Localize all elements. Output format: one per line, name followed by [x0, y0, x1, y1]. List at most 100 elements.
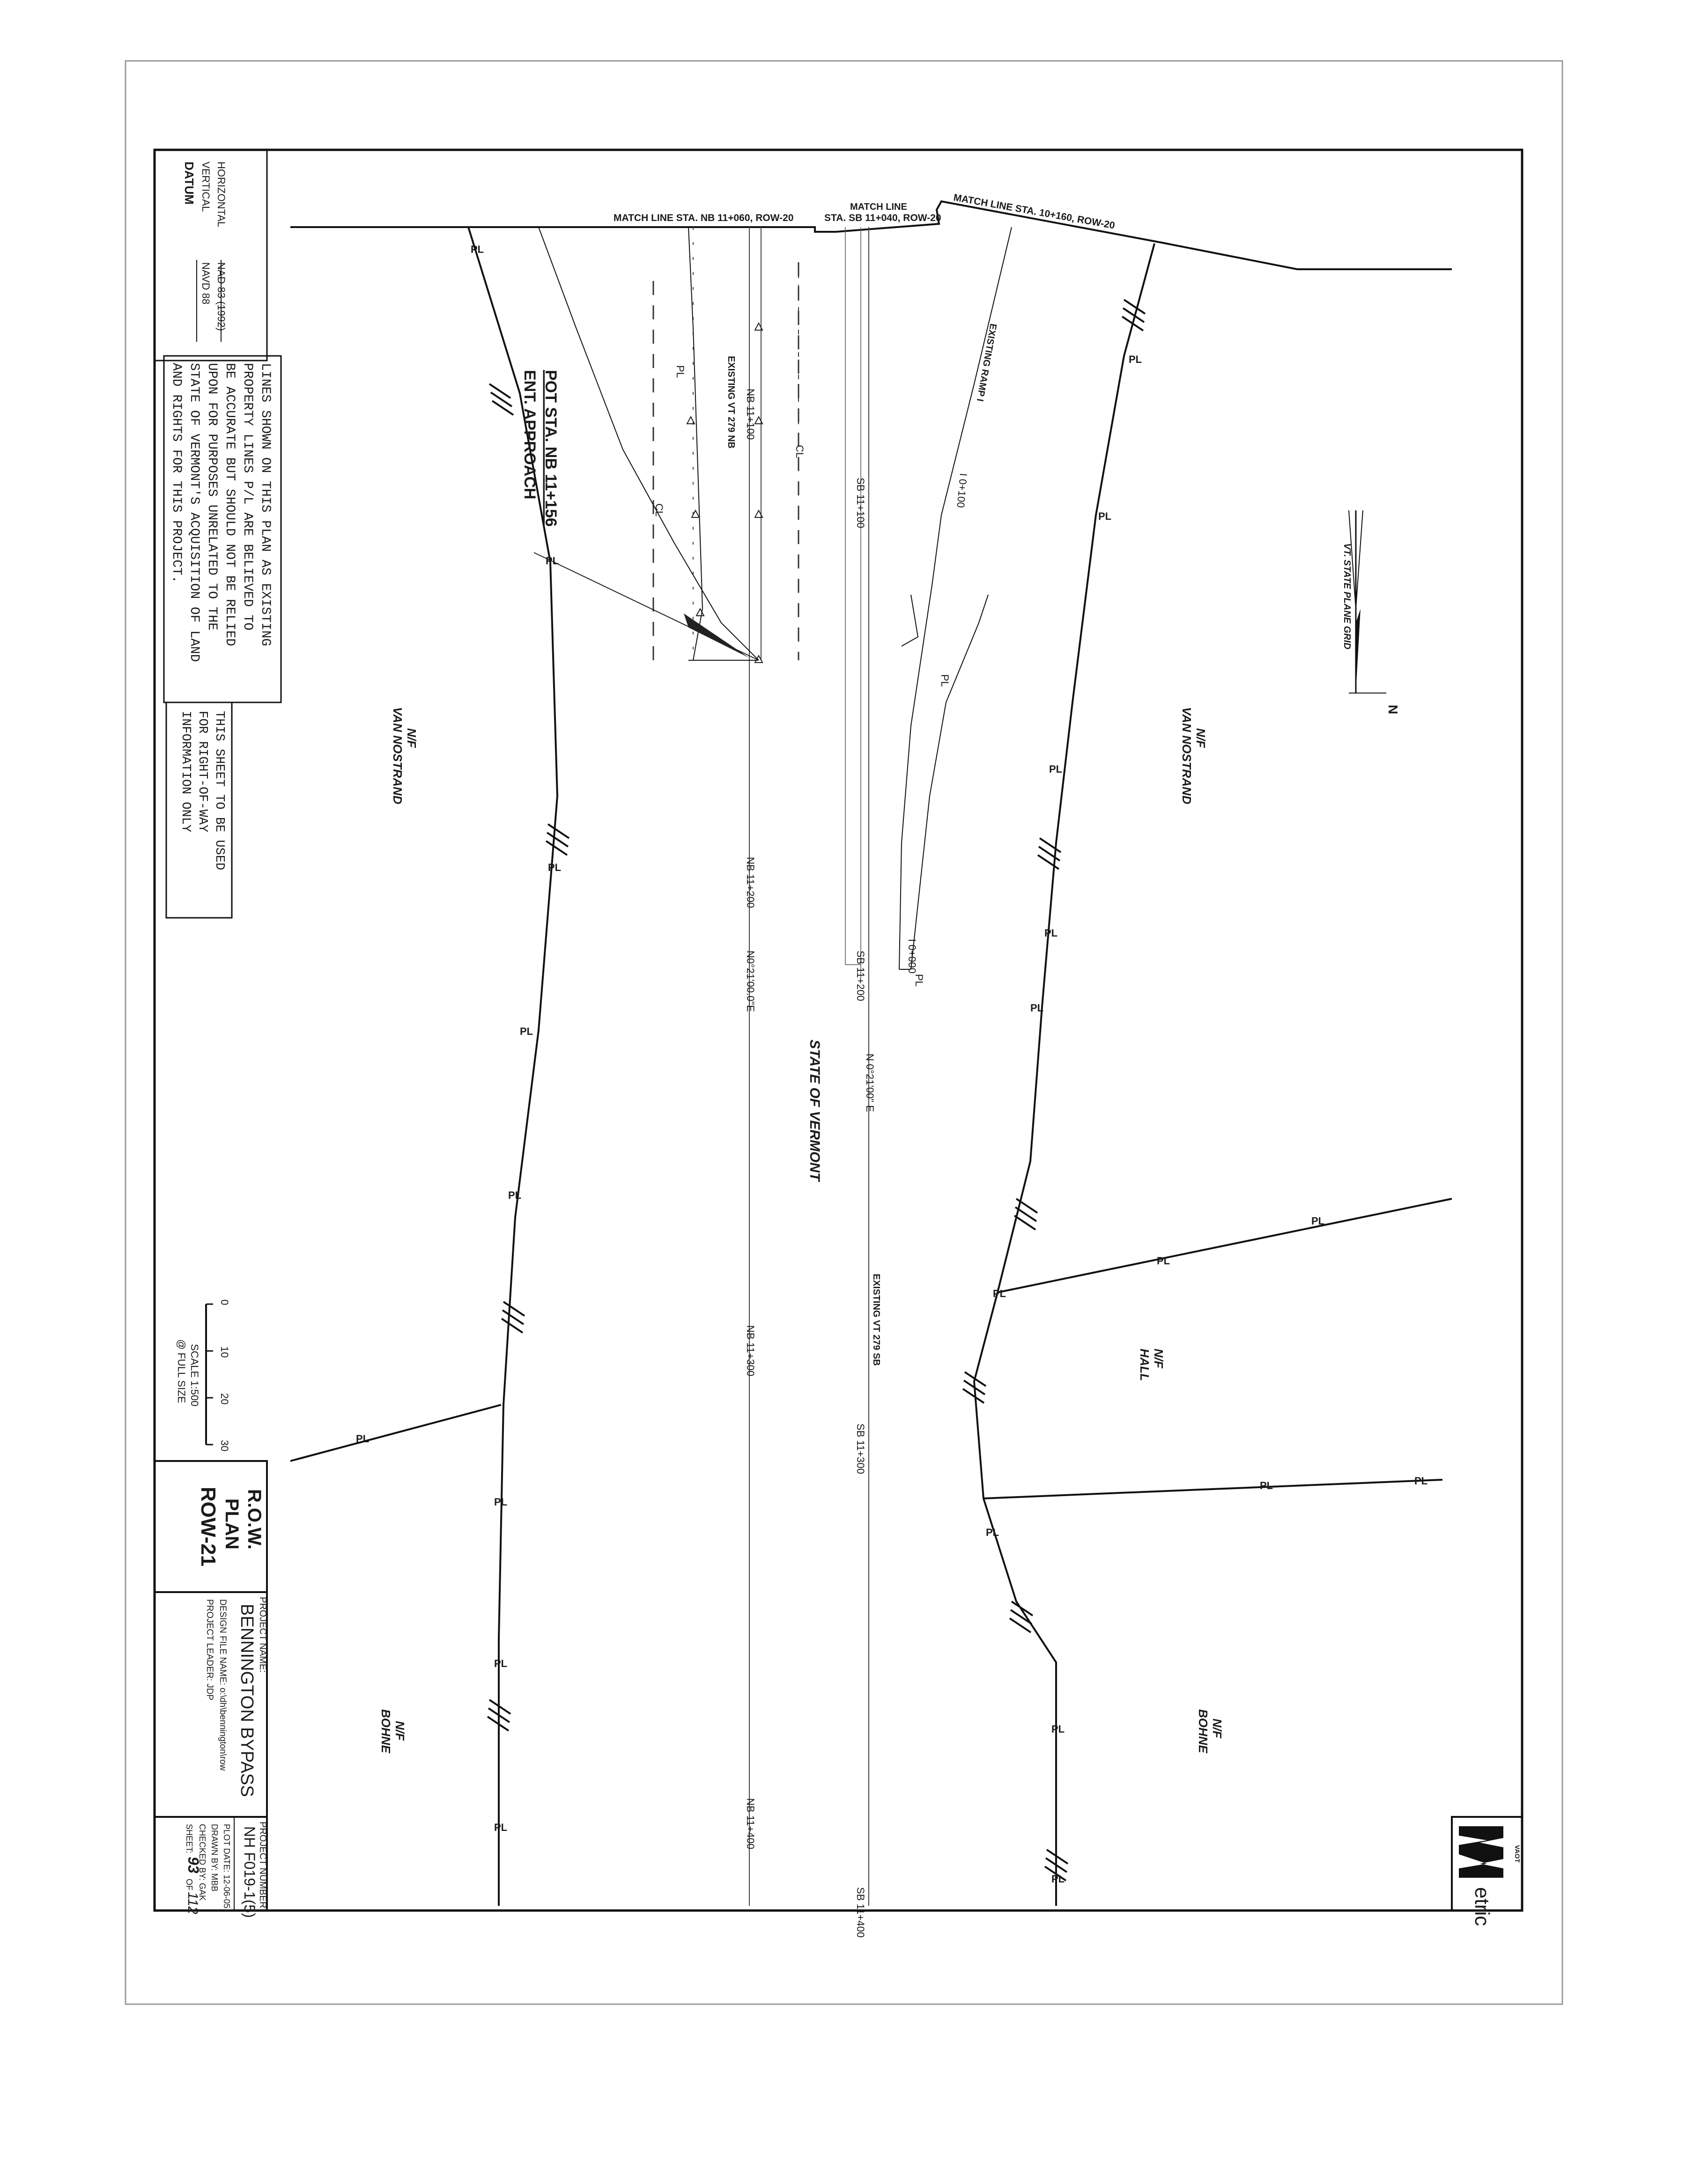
owner-nf: N/F [405, 728, 419, 748]
pl-marker: PL [508, 1189, 521, 1201]
station-nb-11-300: NB 11+300 [745, 1325, 756, 1376]
state-of-vermont-label: STATE OF VERMONT [807, 1040, 822, 1182]
pl-marker: PL [548, 862, 561, 873]
datum-horizontal-label: HORIZONTAL [215, 162, 227, 227]
owner-bohne-right: BOHNE [1196, 1709, 1210, 1754]
owner-nf: N/F [1152, 1349, 1166, 1369]
sheet-of: OF [185, 1879, 194, 1890]
pot-label: POT STA. NB 11+156 [542, 370, 560, 527]
pl-marker: PL [1311, 1215, 1324, 1227]
pl-marker: PL [494, 1658, 507, 1669]
match-lines: MATCH LINE STA. NB 11+060, ROW-20 MATCH … [290, 192, 1344, 270]
owner-hall: HALL [1138, 1349, 1152, 1381]
pl-marker: PL [1051, 1723, 1065, 1735]
right-pl-markers: PL PL PL PL PL PL PL PL PL PL PL PL PL [986, 354, 1427, 1885]
pl-label: PL [913, 974, 925, 987]
note-line-5: STATE OF VERMONT'S ACQUISITION OF LAND [187, 363, 201, 662]
station-sb-11-100: SB 11+100 [855, 478, 866, 528]
logo-word: etric [1471, 1887, 1494, 1926]
owner-nf: N/F [393, 1721, 407, 1741]
datum-box: DATUM VERTICAL NAVD 88 HORIZONTAL NAD 83… [154, 149, 268, 362]
scale-sub: @ FULL SIZE [176, 1339, 187, 1403]
scale-tick-30: 30 [219, 1440, 230, 1451]
scale-label: SCALE 1:500 [189, 1344, 200, 1406]
station-nb-11-100: NB 11+100 [745, 389, 756, 440]
owner-labels: N/F VAN NOSTRAND N/F VAN NOSTRAND N/F HA… [379, 707, 1224, 1754]
pl-label: PL [674, 365, 686, 378]
note-line-4: UPON FOR PURPOSES UNRELATED TO THE [205, 363, 219, 630]
station-labels: NB 11+100 NB 11+200 NB 11+300 NB 11+400 … [745, 389, 969, 1938]
pl-marker: PL [1157, 1255, 1170, 1267]
pl-marker: PL [494, 1496, 507, 1508]
match-line-ramp: MATCH LINE STA. 10+160, ROW-20 [953, 192, 1116, 231]
existing-ramp-label: EXISTING RAMP I [975, 323, 998, 402]
row-note-line-3: INFORMATION ONLY [178, 711, 192, 832]
left-row-line: PL PL PL PL PL PL PL PL PL [290, 227, 570, 1906]
pl-marker: PL [471, 243, 484, 255]
station-ramp-0-000: I 0+000 [906, 939, 918, 974]
right-row-line: PL PL PL PL PL PL PL PL PL PL PL PL PL [962, 243, 1452, 1906]
station-sb-11-300: SB 11+300 [855, 1424, 866, 1474]
pl-marker: PL [356, 1433, 369, 1445]
pl-marker: PL [986, 1527, 999, 1538]
owner-bohne-left: BOHNE [379, 1709, 393, 1754]
design-file-name: DESIGN FILE NAME: o:\dh\bennington\row [218, 1599, 228, 1771]
owner-nf: N/F [1210, 1719, 1224, 1739]
owner-nf: N/F [1194, 728, 1208, 748]
datum-vertical-value: NAVD 88 [200, 262, 212, 304]
note-line-1: LINES SHOWN ON THIS PLAN AS EXISTING [258, 363, 273, 646]
project-leader: PROJECT LEADER: JDP [205, 1599, 214, 1700]
match-line-sb-2: STA. SB 11+040, ROW-20 [824, 213, 941, 223]
bearing-sb-label: N 0°21'00" E [864, 1054, 876, 1112]
pl-marker: PL [1049, 763, 1062, 775]
row-note-line-1: THIS SHEET TO BE USED [212, 711, 226, 870]
pl-marker: PL [520, 1026, 533, 1037]
note-line-2: PROPERTY LINES P/L ARE BELIEVED TO [240, 363, 255, 630]
pl-marker: PL [546, 555, 559, 567]
project-number-label: PROJECT NUMBER: [258, 1822, 268, 1911]
sheet-prefix: SHEET: [185, 1824, 194, 1853]
match-line-sb-1: MATCH LINE [850, 202, 907, 212]
scale-tick-10: 10 [219, 1346, 230, 1358]
pl-marker: PL [1414, 1475, 1427, 1487]
cl-label: CL [794, 445, 806, 458]
road-labels: POT STA. NB 11+156 ENT. APPROACH EXISTIN… [521, 323, 998, 1366]
cl-label: CL [653, 503, 665, 516]
pl-marker: PL [1051, 1873, 1065, 1885]
metric-m-icon [1459, 1826, 1503, 1878]
datum-title: DATUM [182, 162, 196, 205]
page-frame [125, 60, 1563, 2005]
owner-van-nostrand-left: VAN NOSTRAND [391, 707, 405, 804]
datum-vertical-label: VERTICAL [200, 162, 212, 212]
bearing-nb-label: N0°21'00.0"E [745, 951, 756, 1012]
metric-logo: VAOT etric [1451, 1816, 1523, 1926]
title-block: R.O.W. PLAN ROW-21 PROJECT NAME: BENNING… [154, 1460, 268, 1918]
ent-approach-label: ENT. APPROACH [521, 370, 539, 499]
sheet-title-row: R.O.W. [244, 1489, 265, 1549]
station-sb-11-400: SB 11+400 [855, 1887, 866, 1938]
pl-marker: PL [1129, 354, 1142, 365]
pl-marker: PL [494, 1822, 507, 1833]
logo-agency: VAOT [1514, 1845, 1521, 1863]
station-ramp-0-100: I 0+100 [955, 473, 969, 509]
property-line-note: LINES SHOWN ON THIS PLAN AS EXISTING PRO… [163, 355, 282, 703]
pl-label: PL [939, 674, 951, 687]
north-label: N [1386, 705, 1400, 714]
pl-marker: PL [993, 1288, 1006, 1299]
scale-tick-20: 20 [219, 1393, 230, 1404]
row-only-note: THIS SHEET TO BE USED FOR RIGHT-OF-WAY I… [165, 701, 233, 919]
plot-date: PLOT DATE: 12-06-05 [222, 1824, 231, 1908]
project-name: BENNINGTON BYPASS [237, 1604, 257, 1797]
sheet-title-plan: PLAN [222, 1498, 242, 1549]
state-plane-label: VT. STATE PLANE GRID [1342, 543, 1352, 649]
station-nb-11-400: NB 11+400 [745, 1798, 756, 1849]
roadway-lines [533, 227, 1012, 1906]
checked-by: CHECKED BY: GAK [198, 1824, 207, 1901]
sheet-total: 112 [185, 1892, 200, 1914]
pl-marker: PL [1030, 1002, 1043, 1014]
note-line-3: BE ACCURATE BUT SHOULD NOT BE RELIED [222, 363, 237, 646]
drawn-by: DRAWN BY: MBB [210, 1824, 219, 1891]
left-pl-markers: PL PL PL PL PL PL PL PL PL [356, 243, 561, 1833]
